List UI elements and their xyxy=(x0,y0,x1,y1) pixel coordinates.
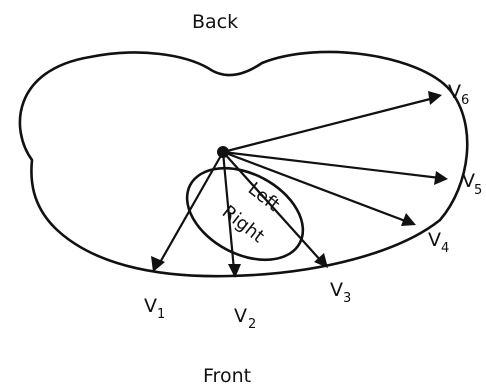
lead-sub-v5: 5 xyxy=(474,183,482,198)
lead-label-v4: V 4 xyxy=(428,229,449,256)
lead-sub-v6: 6 xyxy=(461,93,469,108)
left-label: Left xyxy=(244,178,284,215)
lead-label-v1: V 1 xyxy=(144,295,165,322)
lead-letter-v1: V xyxy=(144,295,157,317)
lead-letter-v3: V xyxy=(330,279,343,301)
thorax-outline xyxy=(20,52,467,276)
lead-vectors xyxy=(151,91,448,278)
lead-letter-v6: V xyxy=(448,81,461,103)
lead-sub-v1: 1 xyxy=(157,307,165,322)
back-label: Back xyxy=(192,11,238,33)
lead-label-v5: V 5 xyxy=(462,170,482,198)
right-label: Right xyxy=(218,201,268,247)
lead-sub-v2: 2 xyxy=(248,317,256,332)
lead-sub-v3: 3 xyxy=(343,291,351,306)
vector-v6 xyxy=(223,98,434,152)
vector-v5-arrowhead xyxy=(434,171,448,185)
vector-v6-arrowhead xyxy=(428,91,442,105)
lead-label-v3: V 3 xyxy=(330,279,351,306)
front-label: Front xyxy=(203,365,251,387)
lead-label-v2: V 2 xyxy=(234,305,256,332)
lead-sub-v4: 4 xyxy=(441,241,449,256)
lead-letter-v4: V xyxy=(428,229,441,251)
vector-v1 xyxy=(158,152,223,266)
lead-letter-v2: V xyxy=(234,305,247,327)
